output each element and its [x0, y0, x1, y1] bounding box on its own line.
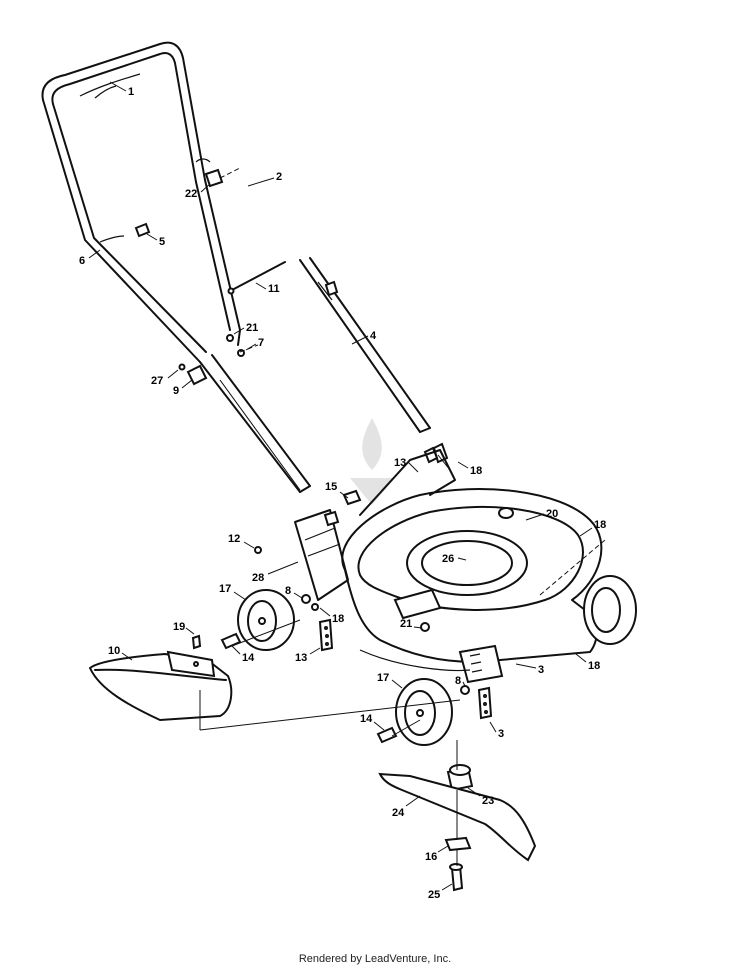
callout-10: 10	[108, 645, 120, 657]
callout-21: 21	[246, 322, 258, 334]
front-washer	[460, 685, 470, 695]
callout-11: 11	[268, 283, 280, 295]
lower-handle-right	[299, 257, 431, 433]
callout-3: 3	[498, 728, 504, 740]
callout-6: 6	[79, 255, 85, 267]
callout-15: 15	[325, 481, 337, 493]
height-adjust-plate	[318, 618, 334, 652]
callout-18: 18	[594, 519, 606, 531]
callout-25: 25	[428, 889, 440, 901]
front-wheel-bolt	[376, 726, 398, 744]
footer-credit: Rendered by LeadVenture, Inc.	[298, 953, 452, 965]
callout-20: 20	[546, 508, 558, 520]
blade-adapter	[446, 764, 474, 792]
upper-handle	[41, 41, 241, 363]
wheel-bolt	[220, 632, 242, 650]
blade-bell	[444, 836, 472, 852]
rear-bracket	[294, 449, 456, 601]
callout-24: 24	[392, 807, 405, 819]
shoulder-bolt	[342, 489, 362, 506]
callout-8: 8	[455, 675, 461, 687]
discharge-chute	[89, 634, 233, 721]
callout-1: 1	[128, 86, 134, 98]
callout-26: 26	[442, 553, 454, 565]
callout-18: 18	[588, 660, 600, 672]
callout-5: 5	[159, 236, 165, 248]
control-cable	[227, 261, 286, 295]
callout-3: 3	[538, 664, 544, 676]
watermark-logo	[350, 418, 395, 505]
callout-28: 28	[252, 572, 264, 584]
callout-14: 14	[242, 652, 255, 664]
callout-14: 14	[360, 713, 373, 725]
front-wheel-right	[583, 575, 637, 645]
callout-19: 19	[173, 621, 185, 633]
callout-8: 8	[285, 585, 291, 597]
callout-12: 12	[228, 533, 240, 545]
callout-18: 18	[470, 465, 482, 477]
control-bracket	[195, 158, 224, 188]
blade-bolt	[449, 863, 464, 892]
callout-22: 22	[185, 188, 197, 200]
callout-27: 27	[151, 375, 163, 387]
lower-handle-left	[199, 354, 311, 493]
callout-9: 9	[173, 385, 179, 397]
mower-blade	[378, 772, 537, 862]
callout-16: 16	[425, 851, 437, 863]
callout-2: 2	[276, 171, 282, 183]
callout-7: 7	[258, 337, 264, 349]
front-height-plate	[477, 686, 493, 720]
callout-23: 23	[482, 795, 494, 807]
washer	[301, 594, 311, 604]
callout-13: 13	[295, 652, 307, 664]
callout-21: 21	[400, 618, 412, 630]
handle-hardware	[178, 280, 449, 464]
callout-13: 13	[394, 457, 406, 469]
callout-18: 18	[332, 613, 344, 625]
nut	[254, 546, 319, 611]
rear-wheel	[237, 589, 295, 651]
callout-17: 17	[219, 583, 231, 595]
mower-deck	[341, 488, 603, 684]
front-wheel	[395, 678, 453, 746]
cable-clip	[134, 222, 151, 238]
callout-4: 4	[370, 330, 377, 342]
callouts: 1 2 22 5 6 11 21 7 4 27 9 13 18	[79, 81, 606, 901]
cable-tie	[99, 235, 125, 243]
assembly-lines	[199, 167, 606, 866]
callout-17: 17	[377, 672, 389, 684]
